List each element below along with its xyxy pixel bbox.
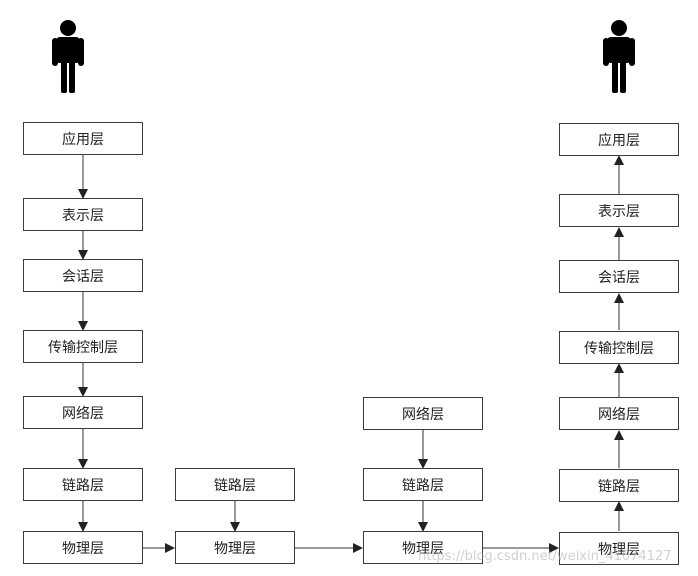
sender-application-layer: 应用层: [23, 122, 143, 155]
receiver-network-layer: 网络层: [559, 397, 679, 430]
receiver-transport-layer: 传输控制层: [559, 331, 679, 364]
router-network-layer: 网络层: [363, 397, 483, 430]
receiver-application-layer: 应用层: [559, 123, 679, 156]
sender-network-layer: 网络层: [23, 396, 143, 429]
sender-link-layer: 链路层: [23, 468, 143, 501]
receiver-physical-layer: 物理层: [559, 532, 679, 565]
receiver-person-icon: [603, 20, 635, 93]
receiver-presentation-layer: 表示层: [559, 194, 679, 227]
switch-physical-layer: 物理层: [175, 531, 295, 564]
sender-physical-layer: 物理层: [23, 531, 143, 564]
sender-presentation-layer: 表示层: [23, 198, 143, 231]
sender-transport-layer: 传输控制层: [23, 330, 143, 363]
sender-session-layer: 会话层: [23, 259, 143, 292]
watermark: https://blog.csdn.net/weixin_41074127: [418, 549, 672, 564]
router-link-layer: 链路层: [363, 468, 483, 501]
receiver-session-layer: 会话层: [559, 260, 679, 293]
switch-link-layer: 链路层: [175, 468, 295, 501]
receiver-link-layer: 链路层: [559, 469, 679, 502]
sender-person-icon: [52, 20, 84, 93]
router-physical-layer: 物理层: [363, 531, 483, 564]
